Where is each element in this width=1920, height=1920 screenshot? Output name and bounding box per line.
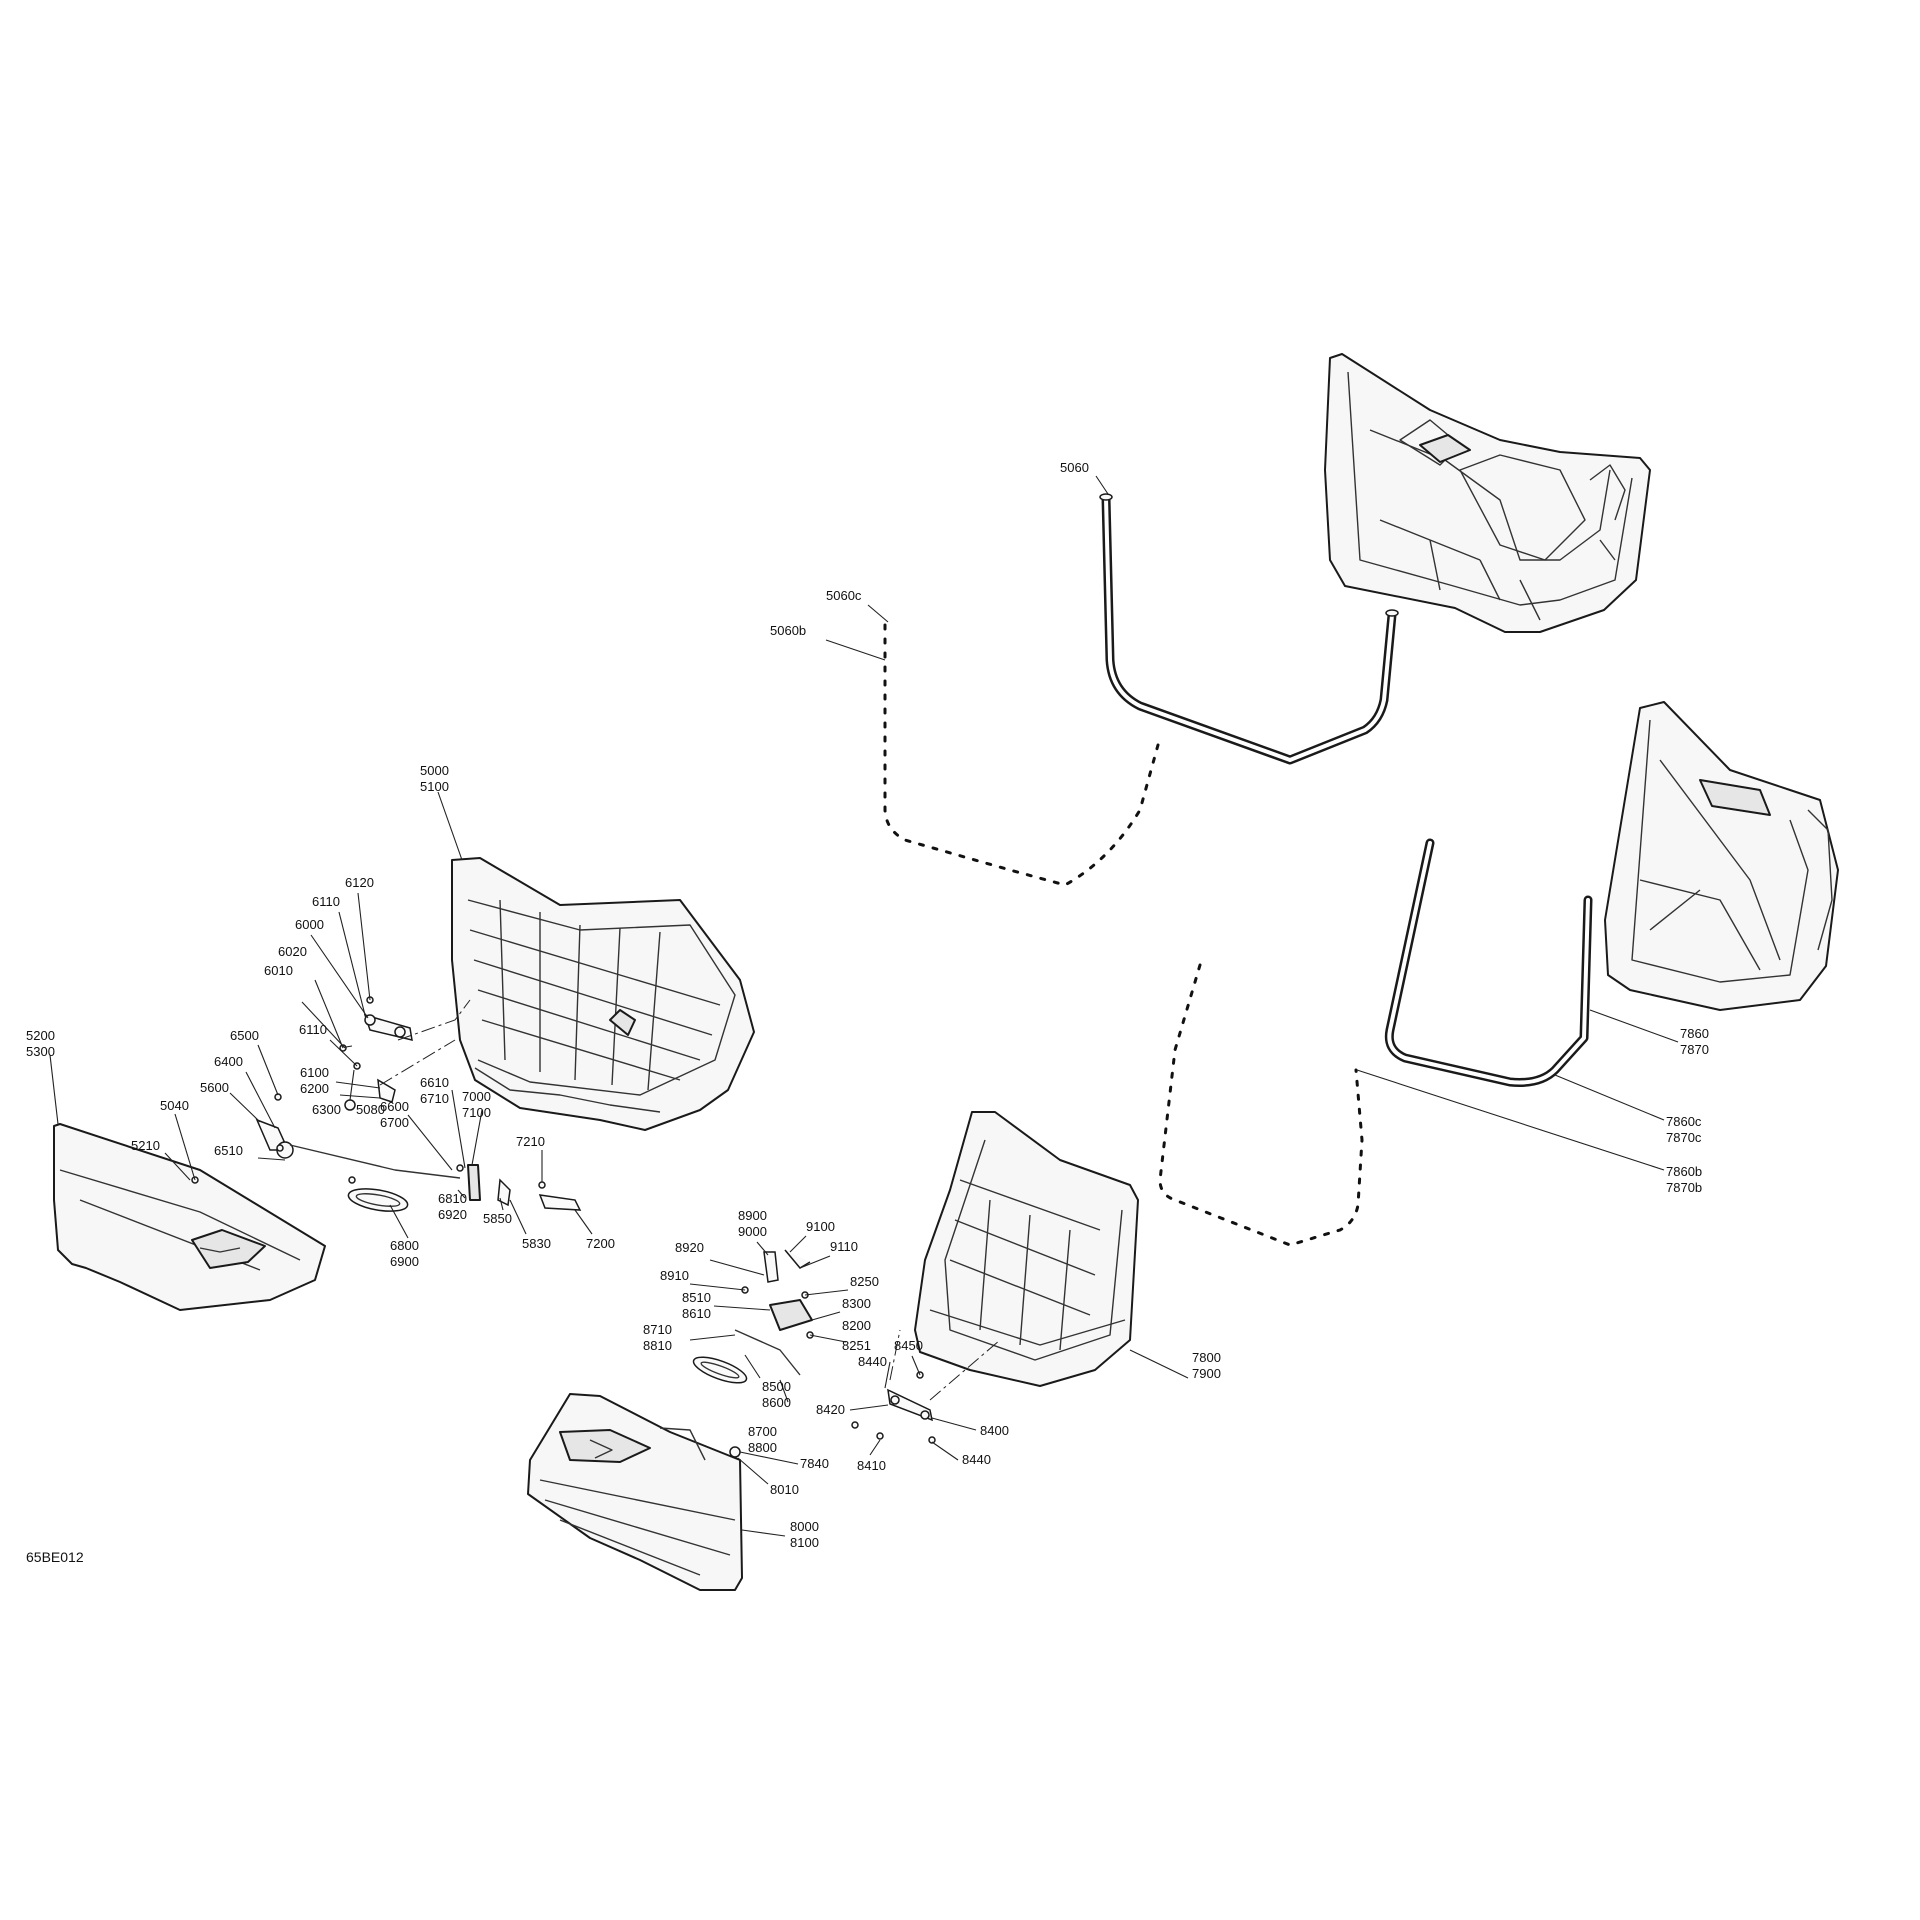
callout-6110-b: 6110 — [299, 1022, 327, 1037]
callout-8700: 8700 — [748, 1424, 777, 1439]
callout-5080: 5080 — [356, 1102, 385, 1117]
callout-8251: 8251 — [842, 1338, 871, 1353]
callout-7860: 7860 — [1680, 1026, 1709, 1041]
callout-6600: 6600 — [380, 1099, 409, 1114]
callout-5200: 5200 — [26, 1028, 55, 1043]
diagram-code: 65BE012 — [26, 1549, 84, 1565]
callout-labels: 5060 5060c 5060b 5000 5100 6120 6110 600… — [26, 460, 1709, 1565]
callout-7200: 7200 — [586, 1236, 615, 1251]
callout-8800: 8800 — [748, 1440, 777, 1455]
seal-placement-path-lower — [1158, 963, 1364, 1247]
callout-6300: 6300 — [312, 1102, 341, 1117]
callout-7100: 7100 — [462, 1105, 491, 1120]
callout-5600: 5600 — [200, 1080, 229, 1095]
callout-6700: 6700 — [380, 1115, 409, 1130]
callout-6110-a: 6110 — [312, 894, 340, 909]
callout-6020: 6020 — [278, 944, 307, 959]
callout-8250: 8250 — [850, 1274, 879, 1289]
door-skin-5200 — [53, 1123, 326, 1311]
callout-7860b: 7860b — [1666, 1164, 1702, 1179]
callout-8400: 8400 — [980, 1423, 1009, 1438]
callout-8810: 8810 — [643, 1338, 672, 1353]
callout-5830: 5830 — [522, 1236, 551, 1251]
callout-9110: 9110 — [830, 1239, 858, 1254]
callout-6610: 6610 — [420, 1075, 449, 1090]
latch-hardware-left — [191, 996, 582, 1212]
callout-7900: 7900 — [1192, 1366, 1221, 1381]
callout-5210: 5210 — [131, 1138, 160, 1153]
callout-8000: 8000 — [790, 1519, 819, 1534]
seal-placement-path-upper — [883, 623, 1160, 887]
callout-6010: 6010 — [264, 963, 293, 978]
leader-lines — [49, 475, 1679, 1537]
callout-7000: 7000 — [462, 1089, 491, 1104]
callout-6510: 6510 — [214, 1143, 243, 1158]
callout-9100: 9100 — [806, 1219, 835, 1234]
callout-8420: 8420 — [816, 1402, 845, 1417]
callout-8910: 8910 — [660, 1268, 689, 1283]
callout-6710: 6710 — [420, 1091, 449, 1106]
callout-6500: 6500 — [230, 1028, 259, 1043]
callout-6800: 6800 — [390, 1238, 419, 1253]
door-skin-8000 — [527, 1393, 743, 1591]
door-frame-7800 — [914, 1111, 1139, 1387]
callout-8410: 8410 — [857, 1458, 886, 1473]
callout-8600: 8600 — [762, 1395, 791, 1410]
callout-7870: 7870 — [1680, 1042, 1709, 1057]
callout-9000: 9000 — [738, 1224, 767, 1239]
callout-6100: 6100 — [300, 1065, 329, 1080]
callout-6120: 6120 — [345, 875, 374, 890]
callout-8900: 8900 — [738, 1208, 767, 1223]
callout-5040: 5040 — [160, 1098, 189, 1113]
callout-8920: 8920 — [675, 1240, 704, 1255]
callout-6200: 6200 — [300, 1081, 329, 1096]
callout-5300: 5300 — [26, 1044, 55, 1059]
callout-7870b: 7870b — [1666, 1180, 1702, 1195]
callout-8610: 8610 — [682, 1306, 711, 1321]
door-seal-5060 — [1099, 493, 1399, 765]
callout-5060c: 5060c — [826, 588, 862, 603]
callout-5000: 5000 — [420, 763, 449, 778]
callout-7860c: 7860c — [1666, 1114, 1702, 1129]
callout-8450: 8450 — [894, 1338, 923, 1353]
callout-5060: 5060 — [1060, 460, 1089, 475]
callout-7840: 7840 — [800, 1456, 829, 1471]
callout-7870c: 7870c — [1666, 1130, 1702, 1145]
callout-6900: 6900 — [390, 1254, 419, 1269]
callout-5060b: 5060b — [770, 623, 806, 638]
callout-8500: 8500 — [762, 1379, 791, 1394]
callout-7800: 7800 — [1192, 1350, 1221, 1365]
callout-8010: 8010 — [770, 1482, 799, 1497]
door-frame-upper-right — [1324, 353, 1651, 633]
door-panel-5000 — [451, 857, 755, 1131]
door-seal-7860 — [1384, 838, 1593, 1087]
callout-6000: 6000 — [295, 917, 324, 932]
callout-8300: 8300 — [842, 1296, 871, 1311]
callout-8100: 8100 — [790, 1535, 819, 1550]
callout-6400: 6400 — [214, 1054, 243, 1069]
callout-8440-a: 8440 — [858, 1354, 887, 1369]
callout-8200: 8200 — [842, 1318, 871, 1333]
callout-5850: 5850 — [483, 1211, 512, 1226]
callout-6810: 6810 — [438, 1191, 467, 1206]
callout-8710: 8710 — [643, 1322, 672, 1337]
callout-6920: 6920 — [438, 1207, 467, 1222]
door-frame-right-middle — [1604, 701, 1839, 1011]
callout-7210: 7210 — [516, 1134, 545, 1149]
callout-8510: 8510 — [682, 1290, 711, 1305]
callout-5100: 5100 — [420, 779, 449, 794]
callout-8440-b: 8440 — [962, 1452, 991, 1467]
